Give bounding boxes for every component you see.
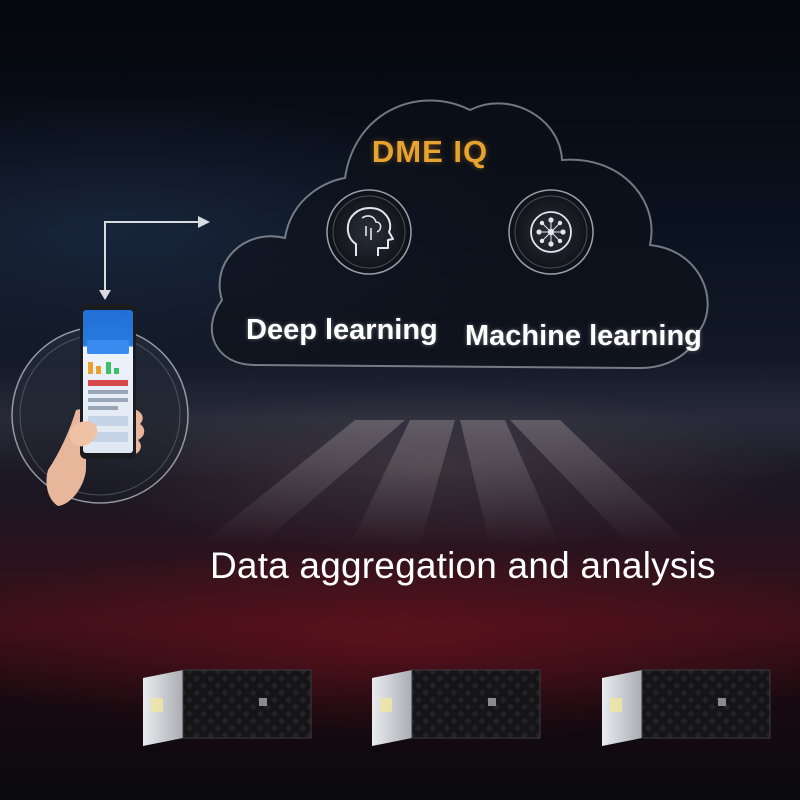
cloud-title: DME IQ: [371, 134, 489, 169]
deep-learning-label: Deep learning: [246, 314, 438, 346]
connector-arrow: [99, 216, 210, 300]
server-unit-icon: [602, 669, 771, 746]
neural-network-icon: [508, 189, 594, 275]
light-beams: [200, 420, 690, 545]
machine-learning-label: Machine learning: [465, 320, 702, 352]
smartphone-app-icon: [11, 304, 189, 506]
server-unit-icon: [143, 669, 312, 746]
brain-head-icon: [326, 189, 412, 275]
cloud-shape: [211, 99, 709, 370]
server-unit-icon: [372, 669, 541, 746]
data-aggregation-caption: Data aggregation and analysis: [210, 545, 716, 586]
